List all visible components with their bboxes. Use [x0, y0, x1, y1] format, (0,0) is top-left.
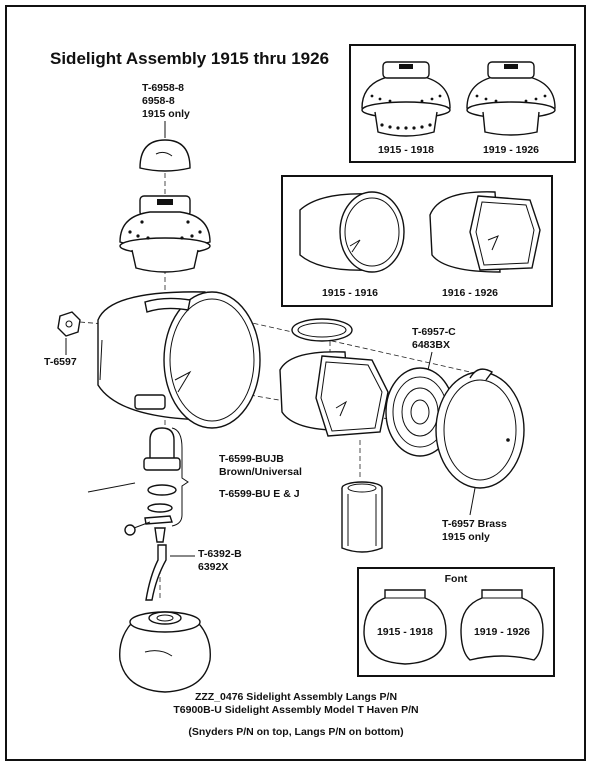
- inset-top-caps: 1915 - 1918 1919 - 1926: [349, 44, 576, 163]
- inset-font-right-label: 1919 - 1926: [474, 626, 530, 638]
- t6599-label-1: T-6599-BUJB: [219, 453, 284, 465]
- housing-1916-1926: [429, 191, 541, 273]
- t6958-label-3: 1915 only: [142, 108, 190, 120]
- bezel-ring-part: [435, 368, 525, 489]
- page-title: Sidelight Assembly 1915 thru 1926: [50, 49, 329, 68]
- housing-1915-1916: [299, 191, 405, 273]
- reflector-housing-part: [279, 351, 389, 437]
- inset-mid-left-label: 1915 - 1916: [322, 287, 378, 299]
- footer-line-3: (Snyders P/N on top, Langs P/N on bottom…: [188, 726, 403, 738]
- wick-part: [145, 544, 167, 601]
- font-1919-1926: [460, 589, 544, 661]
- t6599-label-2: Brown/Universal: [219, 466, 302, 478]
- inset-font-title: Font: [445, 573, 468, 585]
- t6392-label-2: 6392X: [198, 561, 228, 573]
- t6597-label: T-6597: [44, 356, 77, 368]
- t6392-label-1: T-6392-B: [198, 548, 242, 560]
- dome-lens-part: [139, 139, 191, 172]
- vented-cap-part: [119, 195, 211, 273]
- t6958-label-1: T-6958-8: [142, 82, 184, 94]
- font-1915-1918: [363, 589, 447, 665]
- footer-line-1: ZZZ_0476 Sidelight Assembly Langs P/N: [195, 691, 397, 703]
- cap-1915-1918: [361, 61, 451, 137]
- t6957-label-2: 1915 only: [442, 531, 490, 543]
- chimney-part: [341, 481, 383, 553]
- inset-top-left-label: 1915 - 1918: [378, 144, 434, 156]
- footer-line-2: T6900B-U Sidelight Assembly Model T Have…: [173, 704, 418, 716]
- t6599-label-3: T-6599-BU E & J: [219, 488, 300, 500]
- inset-font: Font 1915 - 1918 1919 - 1926: [357, 567, 555, 677]
- t6957c-label-2: 6483BX: [412, 339, 450, 351]
- inset-top-right-label: 1919 - 1926: [483, 144, 539, 156]
- nut-part: [57, 311, 81, 337]
- t6957-label-1: T-6957 Brass: [442, 518, 507, 530]
- page-border: [5, 5, 586, 761]
- burner-part: [87, 427, 181, 543]
- font-tank-part: [119, 611, 211, 693]
- t6958-label-2: 6958-8: [142, 95, 175, 107]
- t6957c-label-1: T-6957-C: [412, 326, 456, 338]
- cap-1919-1926: [466, 61, 556, 136]
- inset-mid-right-label: 1916 - 1926: [442, 287, 498, 299]
- inset-font-left-label: 1915 - 1918: [377, 626, 433, 638]
- inset-mid-housings: 1915 - 1916 1916 - 1926: [281, 175, 553, 307]
- lamp-body-part: [97, 291, 261, 429]
- bead-ring-part: [291, 318, 353, 342]
